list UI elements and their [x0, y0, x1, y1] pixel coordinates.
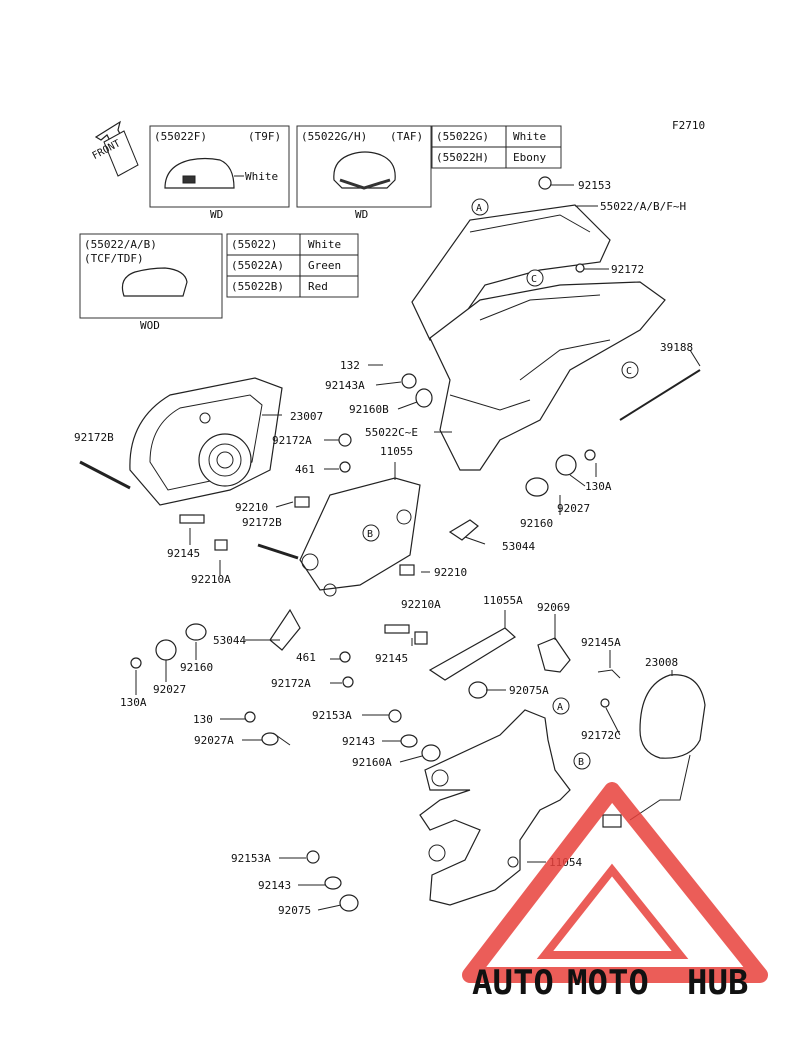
part-number: 130A — [120, 696, 147, 709]
part-number: 92143 — [258, 879, 291, 892]
color-table-ABW: (55022) White (55022A) Green (55022B) Re… — [226, 233, 359, 298]
color-code: (55022A) — [231, 259, 284, 272]
part-number: 92172B — [74, 431, 114, 444]
variant-tag: (TAF) — [390, 130, 423, 143]
part-number: 39188 — [660, 341, 693, 354]
part-number: 92069 — [537, 601, 570, 614]
part-number: 92145A — [581, 636, 621, 649]
part-number: 55022/A/B/F~H — [600, 200, 686, 213]
part-number: 92210 — [434, 566, 467, 579]
part-number: 92027A — [194, 734, 234, 747]
part-number: 461 — [295, 463, 315, 476]
watermark-hub: HUB — [687, 963, 748, 1003]
svg-text:A: A — [557, 702, 563, 713]
variant-caption: WOD — [140, 319, 160, 332]
headlight-23007 — [129, 377, 283, 506]
part-number: 92027 — [153, 683, 186, 696]
bracket-11055 — [299, 477, 421, 597]
part-number: 53044 — [213, 634, 246, 647]
part-number: 23008 — [645, 656, 678, 669]
variant-tag: (TCF/TDF) — [84, 252, 144, 265]
part-number: 92145 — [375, 652, 408, 665]
variant-box-55022AB: (55022/A/B) (TCF/TDF) WOD — [79, 233, 223, 332]
part-number: 130 — [193, 713, 213, 726]
variant-code: (55022/A/B) — [84, 238, 157, 251]
part-number: 92027 — [557, 502, 590, 515]
part-number: 92160B — [349, 403, 389, 416]
variant-code: (55022G/H) — [301, 130, 367, 143]
part-number: 92160 — [520, 517, 553, 530]
part-number: 92160 — [180, 661, 213, 674]
front-arrow: FRONT — [91, 120, 139, 177]
variant-caption: WD — [210, 208, 223, 221]
callout-A-1: A — [471, 198, 489, 216]
stay-11054 — [419, 709, 571, 906]
part-number: 461 — [296, 651, 316, 664]
part-number: 92145 — [167, 547, 200, 560]
callout-C-2: C — [621, 361, 639, 379]
color-name: White — [308, 238, 341, 251]
svg-text:C: C — [531, 274, 537, 285]
svg-text:C: C — [626, 366, 632, 377]
variant-caption: WD — [355, 208, 368, 221]
part-number: 11055 — [380, 445, 413, 458]
part-number: 92153A — [231, 852, 271, 865]
color-code: (55022H) — [436, 151, 489, 164]
callout-A-2: A — [552, 697, 570, 715]
part-number: 92153A — [312, 709, 352, 722]
color-code: (55022B) — [231, 280, 284, 293]
part-number: 92143 — [342, 735, 375, 748]
upper-cowl — [411, 204, 666, 471]
variant-box-55022F: (55022F) (T9F) White WD — [149, 125, 290, 221]
callout-C-1: C — [526, 269, 544, 287]
svg-text:B: B — [367, 529, 373, 540]
color-name: Green — [308, 259, 341, 272]
color-name: White — [513, 130, 546, 143]
callout-B-1: B — [362, 524, 380, 542]
part-number: 132 — [340, 359, 360, 372]
part-number: 92172A — [272, 434, 312, 447]
part-number: 92172A — [271, 677, 311, 690]
part-number: 92210A — [191, 573, 231, 586]
part-number: 53044 — [502, 540, 535, 553]
watermark-logo — [462, 782, 768, 983]
color-code: (55022) — [231, 238, 277, 251]
part-number: 92143A — [325, 379, 365, 392]
part-number: 55022C~E — [365, 426, 418, 439]
variant-tag: (T9F) — [248, 130, 281, 143]
watermark-text: AUTO MOTO HUB — [472, 963, 748, 1003]
variant-note: White — [245, 170, 278, 183]
variant-box-55022GH: (55022G/H) (TAF) WD — [296, 125, 432, 221]
part-labels: 92153 55022/A/B/F~H 92172 39188 132 9214… — [74, 179, 693, 917]
part-number: 92172C — [581, 729, 621, 742]
figure-id: F2710 — [672, 119, 705, 132]
variant-code: (55022F) — [154, 130, 207, 143]
part-number: 23007 — [290, 410, 323, 423]
part-number: 92153 — [578, 179, 611, 192]
part-number: 92210 — [235, 501, 268, 514]
part-number: 92160A — [352, 756, 392, 769]
part-number: 92075 — [278, 904, 311, 917]
color-name: Red — [308, 280, 328, 293]
bracket-11055A — [428, 627, 516, 681]
part-number: 92210A — [401, 598, 441, 611]
watermark-moto: MOTO — [567, 963, 649, 1003]
part-number: 130A — [585, 480, 612, 493]
svg-text:A: A — [476, 203, 482, 214]
part-number: 92075A — [509, 684, 549, 697]
callout-B-2: B — [573, 752, 591, 770]
small-fasteners — [79, 176, 701, 912]
leader-lines — [135, 184, 701, 911]
watermark-auto: AUTO — [472, 963, 554, 1003]
part-number: 92172B — [242, 516, 282, 529]
part-number: 11055A — [483, 594, 523, 607]
svg-text:B: B — [578, 757, 584, 768]
part-number: 92172 — [611, 263, 644, 276]
color-table-GH: (55022G) White (55022H) Ebony — [431, 125, 562, 169]
turn-signal-relay-23008 — [602, 674, 706, 828]
socket-92069 — [537, 637, 571, 673]
color-name: Ebony — [513, 151, 546, 164]
color-code: (55022G) — [436, 130, 489, 143]
